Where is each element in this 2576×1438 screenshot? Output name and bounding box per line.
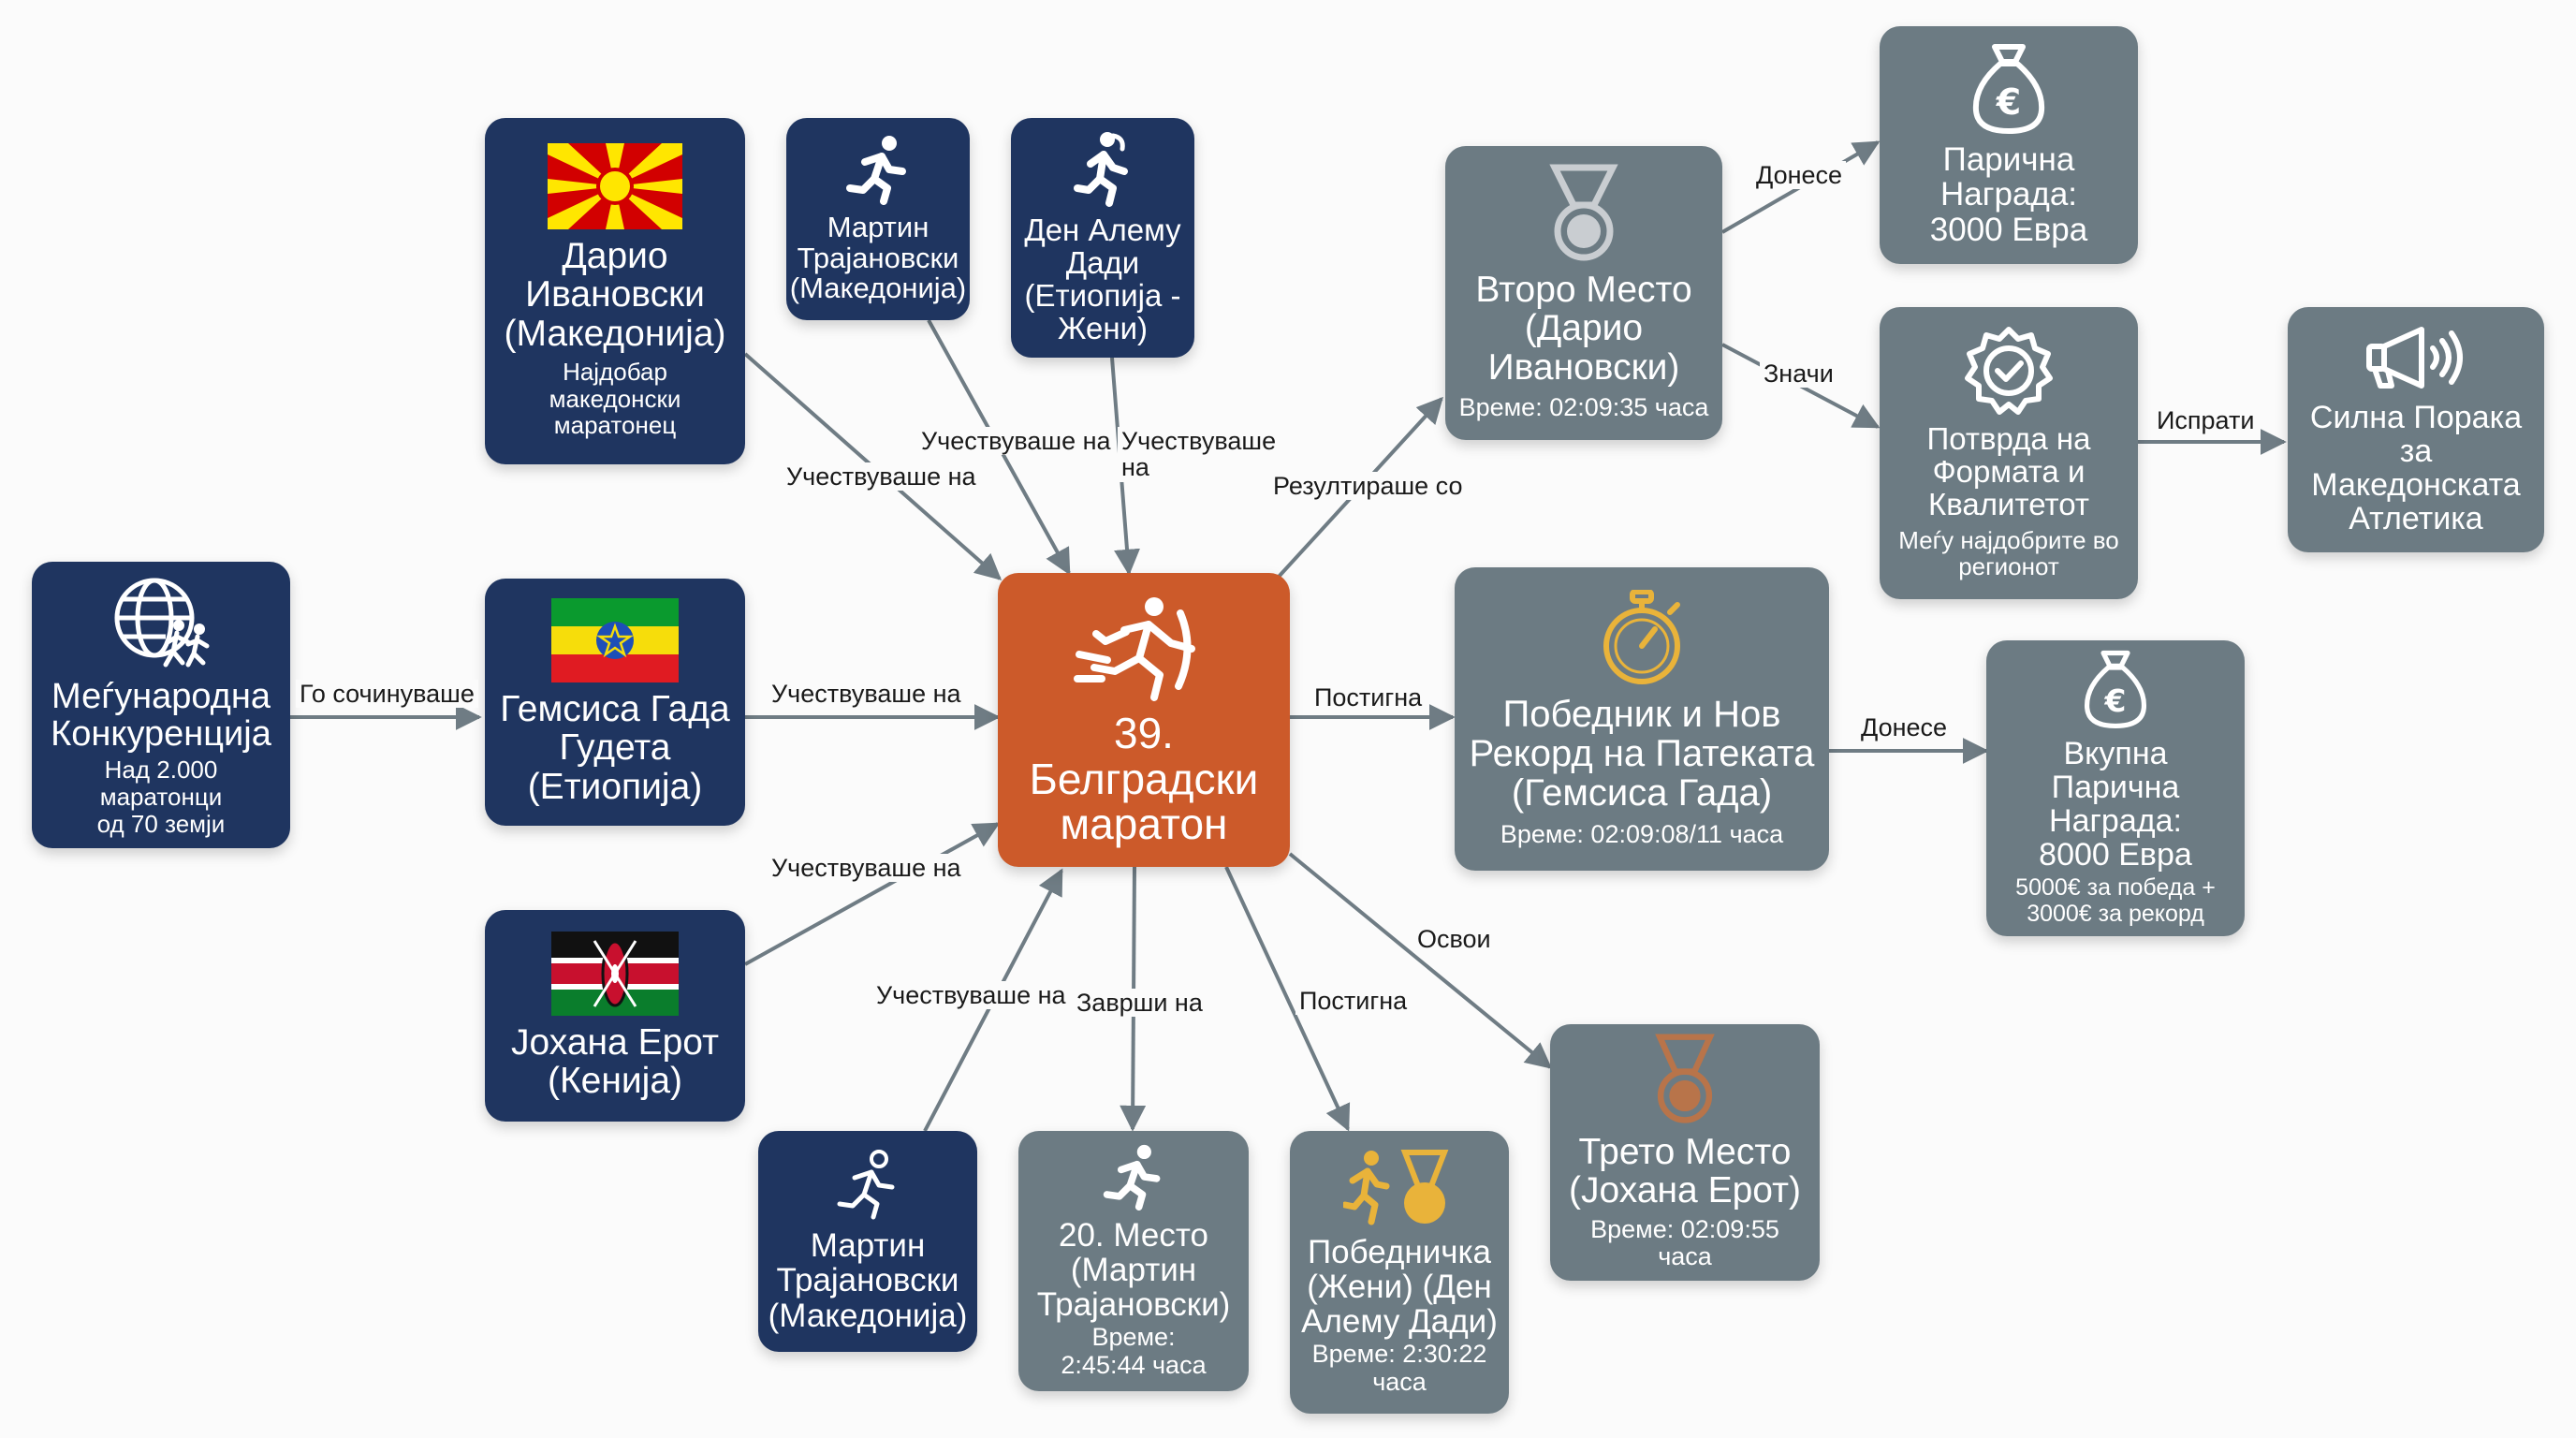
node-title: Парична Награда: 3000 Евра [1929,141,2088,248]
node-johana-erot[interactable]: Јохана Ерот (Кенија) [485,910,745,1122]
node-subtitle: Време: 02:09:08/11 часа [1500,819,1784,848]
edge-label-gemsisa-center: Учествуваше на [768,680,965,709]
edge-center-winner-women [1224,866,1351,1132]
node-third-place[interactable]: Трето Место (Јохана Ерот) Време: 02:09:5… [1550,1024,1820,1281]
female-runner-icon [1074,132,1128,208]
node-subtitle: Време: 2:30:22 часа [1311,1339,1487,1396]
node-subtitle: Време: 2:45:44 часа [1061,1322,1207,1379]
edge-label-dario-center: Учествуваше на [783,462,980,492]
edge-label-den-center: Учествуваше на [1118,427,1281,482]
runner-icon [1103,1144,1161,1211]
node-gemsisa-gada-gudeta[interactable]: Гемсиса Гада Гудета (Етиопија) [485,579,745,826]
node-title: Дарио Ивановски (Македонија) [504,236,726,354]
node-subtitle: 5000€ за победа + 3000€ за рекорд [2015,874,2216,927]
money-bag-euro-icon: € [2085,650,2146,729]
runner-icon [837,1150,895,1220]
node-strong-message[interactable]: Силна Порака за Македонската Атлетика [2288,307,2544,552]
node-dario-ivanovski[interactable]: Дарио Ивановски (Македонија) Најдобар ма… [485,118,745,464]
check-badge-icon [1965,326,2053,415]
stopwatch-icon [1603,589,1680,684]
node-subtitle: Време: 02:09:55 часа [1590,1214,1779,1271]
node-title: Трето Место (Јохана Ерот) [1569,1131,1801,1211]
node-subtitle: Меѓу најдобрите во регионот [1898,525,2119,581]
svg-text:€: € [2104,682,2127,719]
edge-label-martin-top-center: Учествуваше на [917,427,1115,456]
bronze-medal-icon [1655,1034,1715,1123]
node-title: Меѓународна Конкуренција [51,676,271,755]
node-title: Гемсиса Гада Гудета (Етиопија) [500,689,730,807]
node-international-competition[interactable]: Меѓународна Конкуренција Над 2.000 марат… [32,562,290,848]
globe-runners-icon [114,578,210,668]
node-martin-trajanovski-bottom[interactable]: Мартин Трајановски (Македонија) [758,1131,977,1352]
node-belgrade-marathon[interactable]: 39. Белградски маратон [998,573,1290,867]
edge-center-third [1288,852,1553,1069]
edge-label-martin-bottom-center: Учествуваше на [872,981,1070,1010]
node-second-place[interactable]: Второ Место (Дарио Ивановски) Време: 02:… [1445,146,1722,440]
ethiopia-flag-icon [551,598,679,682]
node-title: Ден Алему Дади (Етиопија - Жени) [1024,213,1181,345]
node-title: 39. Белградски маратон [1029,708,1259,849]
node-women-winner[interactable]: Победничка (Жени) (Ден Алему Дади) Време… [1290,1131,1509,1414]
svg-text:€: € [1996,81,2021,123]
node-subtitle: Најдобар македонски маратонец [549,358,681,440]
node-title: Вкупна Парична Награда: 8000 Евра [2039,735,2192,873]
node-title: Второ Место (Дарио Ивановски) [1475,270,1692,388]
edge-label-center-winner-women: Постигна [1295,987,1412,1016]
node-subtitle: Над 2.000 маратонци од 70 земји [96,756,226,838]
kenya-flag-icon [551,931,679,1016]
node-den-alemu-dadi[interactable]: Ден Алему Дади (Етиопија - Жени) [1011,118,1194,358]
edge-johana-center [744,822,1001,966]
edge-label-center-third: Освои [1413,925,1495,954]
node-title: Победничка (Жени) (Ден Алему Дади) [1301,1233,1498,1340]
edge-label-confirm-message: Испрати [2153,406,2259,435]
node-winner-course-record[interactable]: Победник и Нов Рекорд на Патеката (Гемси… [1455,567,1829,871]
node-title: Потврда на Формата и Квалитетот [1926,420,2091,521]
money-bag-euro-icon: € [1972,44,2045,135]
node-title: 20. Место (Мартин Трајановски) [1036,1216,1231,1323]
edge-label-second-prize: Донесе [1752,161,1847,190]
node-title: Мартин Трајановски (Македонија) [768,1227,968,1334]
edge-label-winner-prize8000: Донесе [1857,713,1952,742]
node-title: Јохана Ерот (Кенија) [511,1021,719,1101]
female-runner-medal-icon [1343,1149,1449,1225]
node-total-prize-8000[interactable]: € Вкупна Парична Награда: 8000 Евра 5000… [1986,640,2245,936]
node-subtitle: Време: 02:09:35 часа [1458,393,1709,422]
edge-label-center-second: Резултираше со [1269,472,1467,501]
megaphone-icon [2366,326,2463,389]
finish-runner-icon [1074,596,1195,701]
silver-medal-icon [1549,164,1618,261]
node-martin-trajanovski-top[interactable]: Мартин Трајановски (Македонија) [786,118,970,320]
macedonia-flag-icon [548,143,682,230]
node-prize-3000[interactable]: € Парична Награда: 3000 Евра [1880,26,2138,264]
edge-label-center-place20: Заврши на [1073,989,1207,1018]
node-title: Победник и Нов Рекорд на Патеката (Гемси… [1469,693,1815,814]
runner-icon [846,135,906,205]
edge-label-johana-center: Учествуваше на [768,854,965,883]
node-form-confirmation[interactable]: Потврда на Формата и Квалитетот Меѓу нај… [1880,307,2138,599]
node-title: Силна Порака за Македонската Атлетика [2309,399,2523,537]
node-20th-place[interactable]: 20. Место (Мартин Трајановски) Време: 2:… [1018,1131,1249,1391]
edge-label-center-winner-record: Постигна [1310,683,1427,712]
edge-label-second-confirm: Значи [1760,360,1837,389]
edge-label-competition-gemsisa: Го сочинуваше [296,680,478,709]
node-title: Мартин Трајановски (Македонија) [789,210,967,305]
